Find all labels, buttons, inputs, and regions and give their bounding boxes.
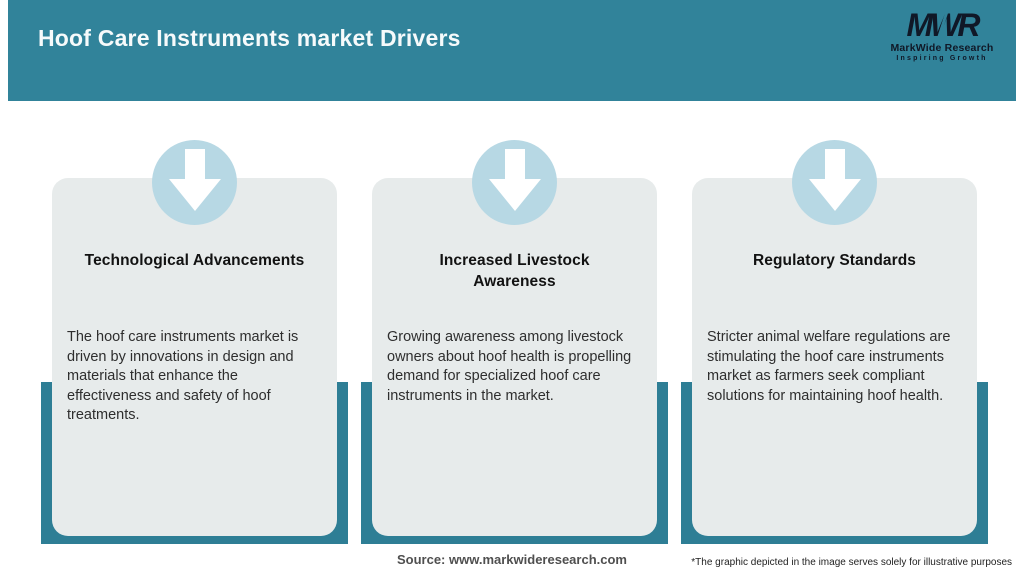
driver-card-regulatory-standards: Regulatory Standards Stricter animal wel… (692, 178, 977, 536)
disclaimer-text: *The graphic depicted in the image serve… (691, 557, 1012, 568)
logo-tagline: Inspiring Growth (896, 55, 988, 62)
card-description: The hoof care instruments market is driv… (67, 329, 299, 423)
logo-monogram: MWR (907, 9, 981, 41)
header-bar: Hoof Care Instruments market Drivers MWR… (8, 0, 1016, 101)
card-icon-badge (152, 140, 237, 225)
down-arrow-icon (168, 149, 221, 216)
card-title: Technological Advancements (84, 252, 305, 269)
driver-card-technological-advancements: Technological Advancements The hoof care… (52, 178, 337, 536)
card-description: Stricter animal welfare regulations are … (707, 329, 951, 404)
down-arrow-icon (488, 149, 541, 216)
source-text: Source: www.markwideresearch.com (396, 552, 627, 567)
card-icon-badge (792, 140, 877, 225)
logo-company-name: MarkWide Research (890, 42, 994, 54)
driver-card-increased-livestock-awareness: Increased Livestock Awareness Growing aw… (372, 178, 657, 536)
down-arrow-icon (808, 149, 861, 216)
card-description: Growing awareness among livestock owners… (387, 329, 632, 404)
card-title: Increased Livestock Awareness (439, 252, 590, 290)
card-title: Regulatory Standards (752, 252, 917, 269)
card-icon-badge (472, 140, 557, 225)
page-title: Hoof Care Instruments market Drivers (38, 25, 461, 51)
markwide-research-logo: MWR MarkWide Research Inspiring Growth (882, 9, 1002, 62)
